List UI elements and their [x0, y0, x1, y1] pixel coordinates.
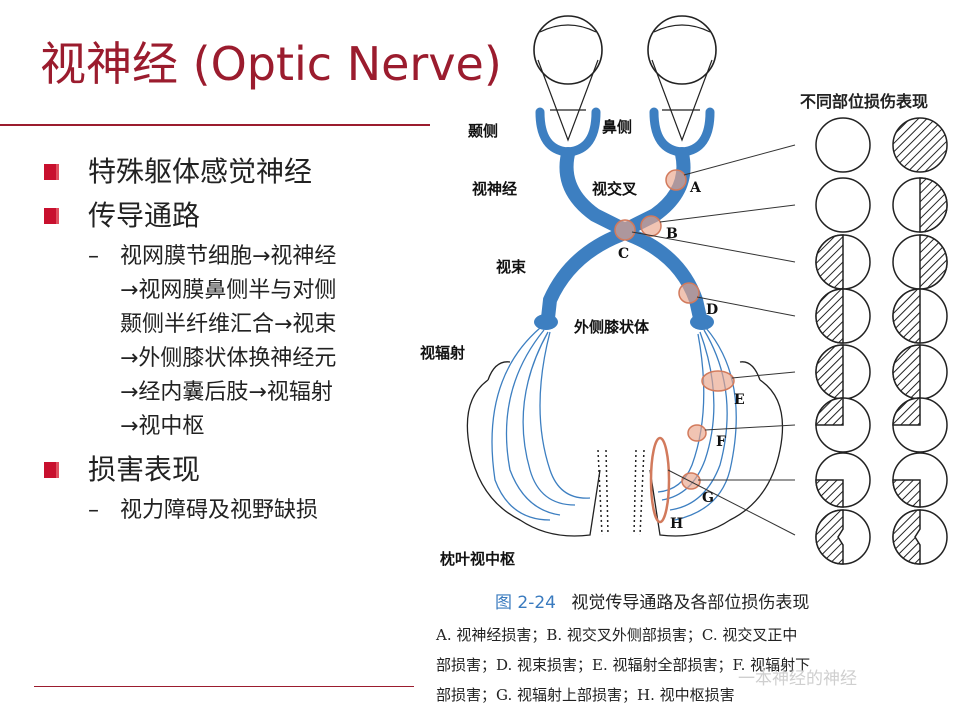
- bullet-text: 特殊躯体感觉神经: [88, 155, 313, 188]
- bullet-marker-icon: [44, 164, 59, 180]
- bullet-item: 传导通路: [40, 196, 400, 236]
- visual-field-title: 不同部位损伤表现: [800, 92, 929, 111]
- label-nasal: 鼻侧: [602, 118, 633, 136]
- eyes-group: [533, 15, 717, 85]
- slide-title: 视神经 (Optic Nerve): [40, 37, 502, 91]
- bullet-text: 损害表现: [88, 453, 201, 486]
- footer-divider: [34, 686, 414, 687]
- lesion-letter-h: H: [670, 516, 684, 532]
- label-optic-nerve: 视神经: [472, 180, 518, 198]
- sub-bullet-line: →经内囊后肢→视辐射: [120, 380, 333, 405]
- lesion-letter-g: G: [702, 490, 714, 506]
- figure-caption-text: 视觉传导通路及各部位损伤表现: [571, 593, 810, 613]
- sub-bullet-line: →视网膜鼻侧半与对侧: [120, 278, 337, 303]
- lesion-letter-c: C: [618, 246, 630, 262]
- lesion-letter-e: E: [734, 392, 745, 408]
- bullet-marker-icon: [44, 462, 59, 478]
- sub-bullet-line: 视力障碍及视野缺损: [120, 498, 319, 523]
- bullet-text: 传导通路: [88, 199, 201, 232]
- visual-field-diagrams: [815, 117, 948, 565]
- figure-number: 图 2-24: [495, 593, 556, 613]
- description-line: A. 视神经损害；B. 视交叉外侧部损害；C. 视交叉正中: [436, 626, 798, 644]
- label-cortex: 枕叶视中枢: [440, 550, 516, 568]
- sub-bullet-dash: –: [88, 498, 99, 523]
- sub-bullet-line: →视中枢: [120, 414, 205, 439]
- lesion-letter-b: B: [666, 226, 678, 242]
- bullet-item: 特殊躯体感觉神经: [40, 152, 400, 192]
- lesion-markers: [614, 169, 735, 524]
- bullet-item: 损害表现: [40, 450, 400, 490]
- description-line: 部损害；G. 视辐射上部损害；H. 视中枢损害: [436, 686, 735, 704]
- sub-bullet-item: – 视力障碍及视野缺损: [40, 494, 400, 528]
- title-divider: [0, 124, 430, 126]
- label-radiation: 视辐射: [420, 344, 466, 362]
- lesion-letter-a: A: [690, 180, 701, 196]
- visual-pathway-diagram: [466, 15, 948, 565]
- sub-bullet-line: 视网膜节细胞→视神经: [120, 244, 337, 269]
- label-lgb: 外侧膝状体: [574, 318, 650, 336]
- label-chiasm: 视交叉: [592, 180, 638, 198]
- sub-bullet-item: – 视网膜节细胞→视神经 →视网膜鼻侧半与对侧 颞侧半纤维汇合→视束 →外侧膝状…: [40, 240, 400, 444]
- label-temporal: 颞侧: [468, 122, 499, 140]
- label-tract: 视束: [496, 258, 527, 276]
- lesion-letter-f: F: [716, 434, 726, 450]
- sub-bullet-line: →外侧膝状体换神经元: [120, 346, 337, 371]
- sub-bullet-line: 颞侧半纤维汇合→视束: [120, 312, 337, 337]
- watermark-text: 一本神经的神经: [738, 669, 857, 689]
- figure-caption: 图 2-24 视觉传导通路及各部位损伤表现: [495, 588, 809, 613]
- bullet-list: 特殊躯体感觉神经 传导通路 – 视网膜节细胞→视神经 →视网膜鼻侧半与对侧 颞侧…: [40, 152, 400, 534]
- description-line: 部损害；D. 视束损害；E. 视辐射全部损害；F. 视辐射下: [436, 656, 811, 674]
- sub-bullet-dash: –: [88, 244, 99, 269]
- figure-description: A. 视神经损害；B. 视交叉外侧部损害；C. 视交叉正中 部损害；D. 视束损…: [436, 620, 956, 710]
- visual-pathway-figure: 颞侧 鼻侧 视神经 视交叉 视束 外侧膝状体 视辐射 枕叶视中枢 A B C D…: [400, 0, 960, 720]
- bullet-marker-icon: [44, 208, 59, 224]
- lesion-letter-d: D: [706, 302, 719, 318]
